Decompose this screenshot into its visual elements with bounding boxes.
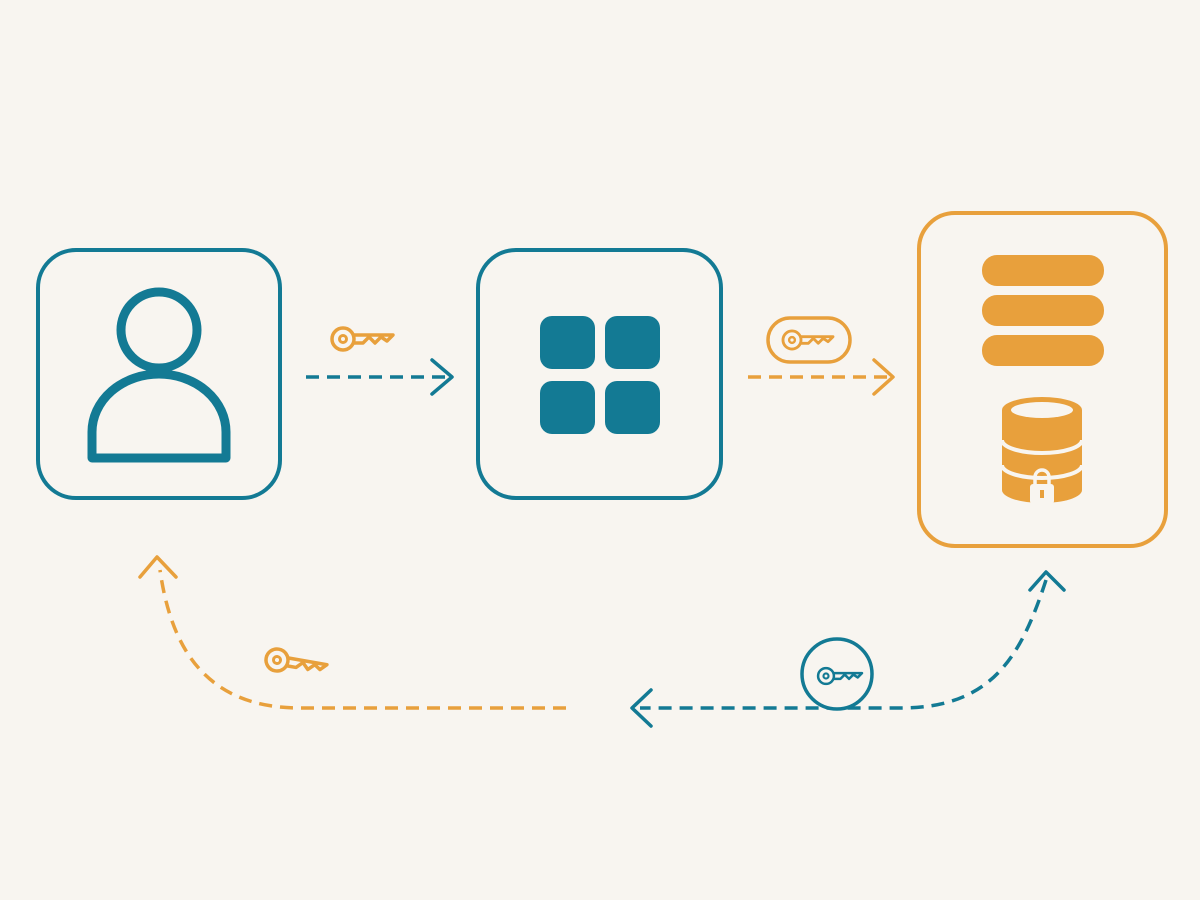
key-badge-icon: [800, 637, 874, 711]
app-grid-icon: [540, 316, 660, 434]
database-lock-icon: [1000, 397, 1084, 504]
key-badge-icon: [766, 316, 852, 364]
lock-icon: [1030, 468, 1054, 504]
flow-app-to-storage: [748, 316, 895, 396]
user-node[interactable]: [36, 248, 282, 500]
flow-user-to-app: [306, 326, 454, 396]
storage-node[interactable]: [917, 211, 1168, 548]
storage-node-frame: [917, 211, 1168, 548]
key-icon: [262, 645, 330, 682]
flow-storage-to-user: [138, 555, 1066, 728]
user-icon: [87, 287, 231, 463]
server-stack-icon: [982, 255, 1104, 366]
app-node-frame: [476, 248, 723, 500]
key-icon: [330, 326, 395, 352]
app-node[interactable]: [476, 248, 723, 500]
user-node-frame: [36, 248, 282, 500]
